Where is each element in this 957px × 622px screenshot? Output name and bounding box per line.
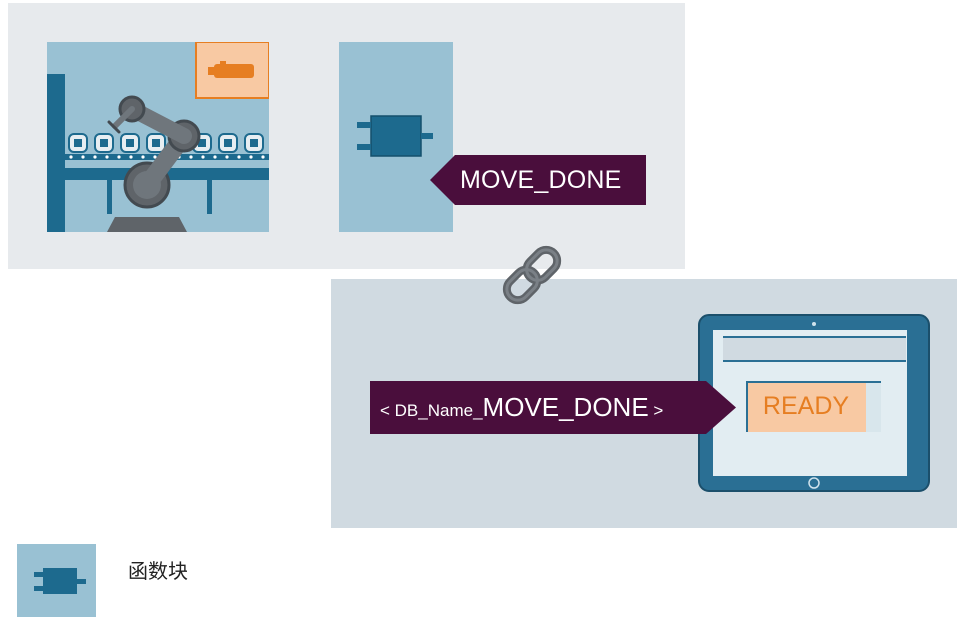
- function-block-tile: [339, 42, 453, 232]
- chain-link-icon: [498, 245, 566, 305]
- robot-conveyor-scene: [47, 42, 269, 232]
- hmi-tag-suffix: >: [648, 401, 664, 420]
- function-block-icon: [357, 115, 433, 157]
- hmi-tag-name: MOVE_DONE: [482, 392, 649, 422]
- plc-tag-move-done: MOVE_DONE: [430, 155, 646, 205]
- hmi-tag-prefix: < DB_Name_: [380, 401, 483, 420]
- industrial-robot-arm-icon: [47, 42, 269, 232]
- function-block-icon: [34, 568, 86, 594]
- legend-function-block-tile: [17, 544, 96, 617]
- hmi-status-text: READY: [762, 392, 850, 420]
- hmi-tag-move-done: < DB_Name_MOVE_DONE >: [370, 381, 736, 434]
- hmi-ready-field: READY: [746, 381, 881, 432]
- legend-label: 函数块: [128, 559, 188, 583]
- plc-tag-label: MOVE_DONE: [460, 166, 622, 194]
- hmi-tag-label: < DB_Name_MOVE_DONE >: [380, 381, 663, 434]
